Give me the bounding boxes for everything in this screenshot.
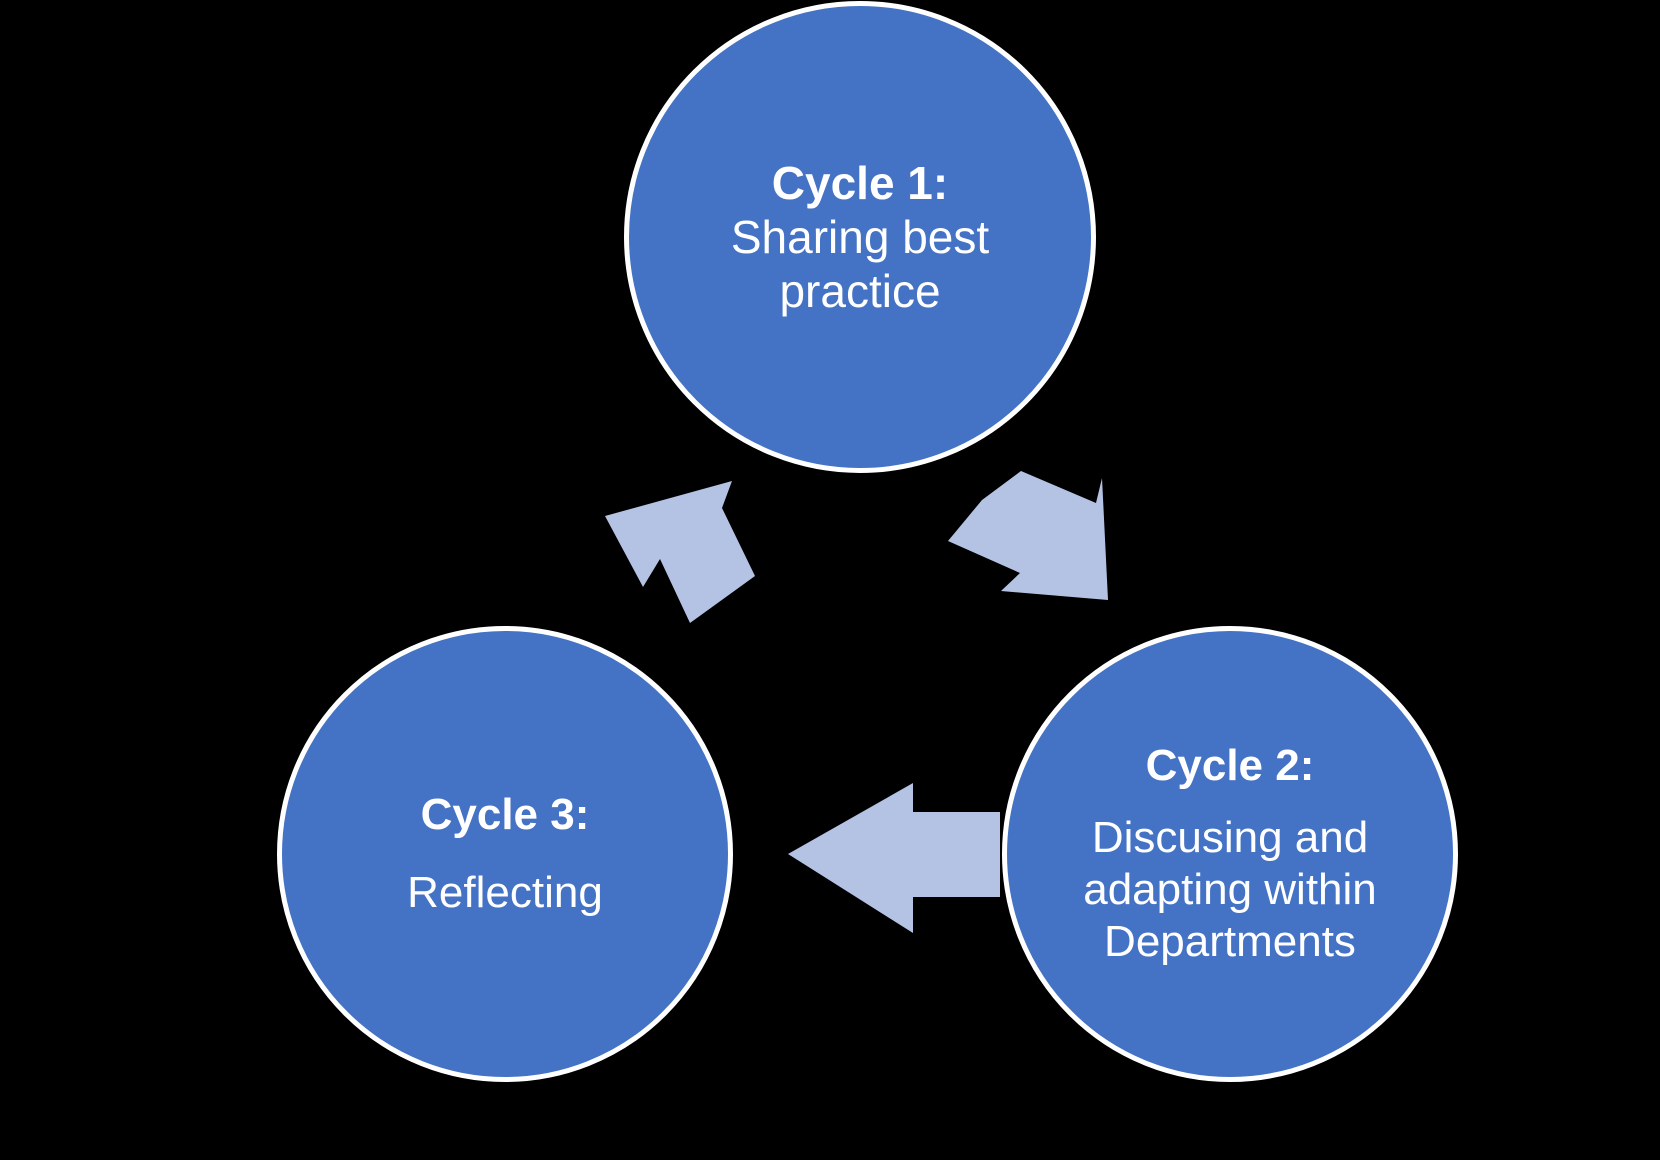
cycle-node-1-title: Cycle 1: [771,156,949,209]
cycle-node-2-body: Discusing and adapting within Department… [1083,813,1377,966]
cycle-node-3-title: Cycle 3: [420,790,590,840]
cycle-node-3-body: Reflecting [407,868,603,917]
arrow-cycle1-to-cycle2-icon [948,471,1108,600]
cycle-node-2[interactable]: Cycle 2: Discusing and adapting within D… [1002,626,1458,1082]
arrow-cycle3-to-cycle1-icon [605,481,755,623]
cycle-node-3[interactable]: Cycle 3: Reflecting [277,626,733,1082]
cycle-node-1-body: Sharing best practice [730,210,990,318]
cycle-node-1[interactable]: Cycle 1: Sharing best practice [624,1,1096,473]
arrow-cycle2-to-cycle3-icon [788,783,1000,933]
cycle-node-2-title: Cycle 2: [1145,741,1315,791]
